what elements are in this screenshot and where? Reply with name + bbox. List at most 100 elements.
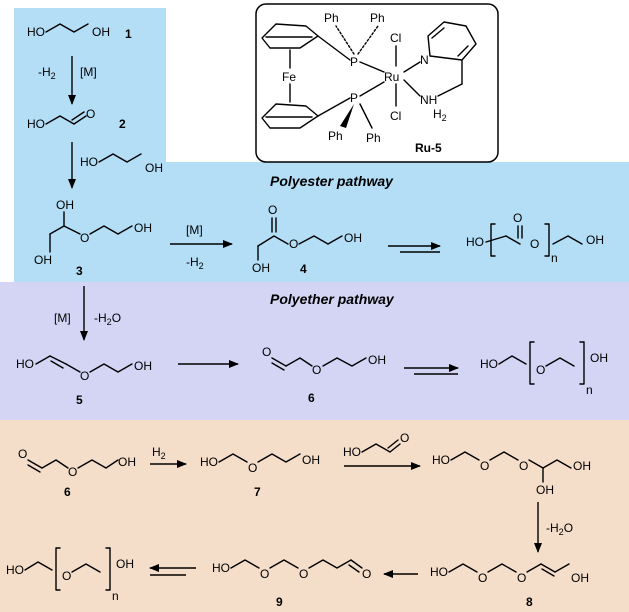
c6-o: O xyxy=(312,363,321,377)
c1-ho: HO xyxy=(27,25,45,39)
polyether-product-2: HO O n OH xyxy=(6,547,134,603)
c6b-chain-1 xyxy=(41,459,69,469)
ph2-label: Ph xyxy=(370,11,385,25)
c8-number: 8 xyxy=(526,595,533,609)
polyether-bracket-right xyxy=(579,341,585,385)
cp-p1-bond xyxy=(317,35,351,61)
cp-p2-bond xyxy=(317,97,351,117)
c4-o-dbl: O xyxy=(268,203,277,217)
c8-oh: OH xyxy=(571,571,589,585)
c9-o2: O xyxy=(299,567,308,581)
polyester-chain xyxy=(552,235,583,245)
c8-o1: O xyxy=(478,571,487,585)
c7-ho: HO xyxy=(200,455,218,469)
p2-ph4-bond xyxy=(359,103,373,129)
c4-oh: OH xyxy=(344,231,362,245)
hemi-o2: O xyxy=(519,459,528,473)
c6-co-dbl xyxy=(271,362,285,371)
c3-o: O xyxy=(80,231,89,245)
c6b-co xyxy=(27,459,43,469)
ru-label: Ru xyxy=(384,70,399,84)
c6-oh: OH xyxy=(368,353,386,367)
c6b-co-dbl xyxy=(27,464,41,473)
polyether-product: HO O n OH xyxy=(480,341,608,397)
ga-chain xyxy=(361,443,391,453)
c2-co xyxy=(73,115,87,125)
c8-bond-b xyxy=(540,563,556,573)
p1-ph1-bond xyxy=(335,25,355,55)
polyether-oh: OH xyxy=(590,351,608,365)
ru-n-bond xyxy=(403,61,421,73)
p1-ph2-bond xyxy=(357,25,379,55)
polyether-ho: HO xyxy=(480,357,498,371)
hemi-ho: HO xyxy=(432,453,450,467)
ga-o: O xyxy=(400,431,409,445)
reagent-minus-h2o-2: -H2O xyxy=(546,521,573,537)
c2-number: 2 xyxy=(119,117,126,131)
c5-dbl xyxy=(50,360,64,369)
polyether2-oh: OH xyxy=(116,557,134,571)
p2-label: P xyxy=(350,91,358,105)
ga-co-dbl xyxy=(387,439,399,449)
c8-dbl xyxy=(541,568,555,577)
c2-ho: HO xyxy=(27,117,45,131)
c7-number: 7 xyxy=(254,485,261,499)
purple-panel xyxy=(0,282,629,420)
ga-ho: HO xyxy=(343,445,361,459)
hemi-chain-3 xyxy=(528,459,572,469)
c9-chain-2 xyxy=(269,559,299,569)
compound-8: HO O O OH 8 xyxy=(430,563,589,609)
c3-oh-top: OH xyxy=(56,198,74,212)
c1-chain xyxy=(45,23,89,33)
compound-9: HO O O O 9 xyxy=(212,559,371,609)
ph4-label: Ph xyxy=(366,131,381,145)
pyridine-dbl-1 xyxy=(431,27,445,39)
polyether-pathway-title: Polyether pathway xyxy=(270,291,395,307)
c3-center xyxy=(49,225,81,235)
hemiacetal: HO O O OH OH xyxy=(432,451,591,497)
glycolaldehyde-reagent: HO O xyxy=(343,431,409,459)
c5-bond-2 xyxy=(49,355,67,365)
reagent-m-3: [M] xyxy=(54,311,71,325)
pyridine-dbl-2 xyxy=(457,45,469,57)
c9-ho: HO xyxy=(212,561,230,575)
peach-panel xyxy=(0,420,629,612)
blue-panel-main xyxy=(14,162,629,282)
c8-bond-c xyxy=(554,563,570,573)
c5-ho: HO xyxy=(16,357,34,371)
c6b-oh: OH xyxy=(118,455,136,469)
polyester-n: n xyxy=(551,251,558,265)
polyether2-chain-1 xyxy=(24,561,53,571)
reagent-m-2: [M] xyxy=(186,223,203,237)
c3-oh-end: OH xyxy=(134,221,152,235)
ru-nh2-bond xyxy=(403,79,421,97)
eg-chain xyxy=(98,153,142,163)
reagent-minus-h2o: -H2O xyxy=(94,311,121,327)
reagent-m-1: [M] xyxy=(80,65,97,79)
c2-o: O xyxy=(86,107,95,121)
ethylene-glycol-reagent: HO OH xyxy=(80,153,163,175)
polyether2-n: n xyxy=(112,589,119,603)
polyether2-chain-2 xyxy=(71,563,101,573)
ga-co xyxy=(389,443,401,453)
polyether2-bracket-left xyxy=(55,547,61,591)
polyether2-bracket-right xyxy=(105,547,111,591)
compound-7: HO O OH 7 xyxy=(200,453,320,499)
c6b-o-ald: O xyxy=(18,447,27,461)
n-label: N xyxy=(420,53,429,67)
c3-number: 3 xyxy=(76,264,83,278)
polyether-bracket-left xyxy=(529,341,535,385)
c7-oh: OH xyxy=(302,453,320,467)
c5-bond-3 xyxy=(65,363,81,373)
eg-ho: HO xyxy=(80,155,98,169)
hemi-o1: O xyxy=(480,459,489,473)
ph3-label: Ph xyxy=(328,129,343,143)
c9-co xyxy=(350,559,363,569)
c4-ester xyxy=(257,235,289,247)
polyester-product: HO O O n OH xyxy=(466,211,604,265)
c9-chain-1 xyxy=(230,559,260,569)
c7-chain-1 xyxy=(218,453,248,463)
hemi-chain-2 xyxy=(489,451,519,461)
hemi-chain-1 xyxy=(450,451,480,461)
nh-h2-label: H2 xyxy=(433,107,447,123)
